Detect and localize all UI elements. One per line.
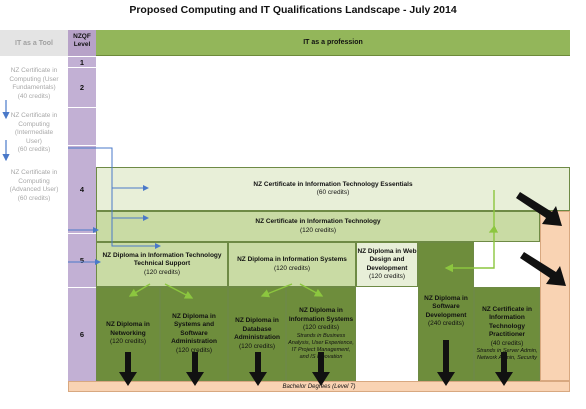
- header-nzqf-level: NZQF Level: [68, 30, 96, 56]
- qual-name: NZ Certificate in Information Technology: [255, 218, 381, 225]
- qual-name: NZ Diploma in Information Systems: [237, 256, 347, 263]
- qual-credits: (40 credits): [490, 339, 524, 347]
- qual-credits: (120 credits): [109, 338, 147, 346]
- qual-name: NZ Diploma in Software Development: [424, 294, 468, 319]
- qual-dip-networking: NZ Diploma in Networking (120 credits): [96, 287, 160, 381]
- qual-name: NZ Diploma in Web Design and Development: [357, 247, 417, 272]
- qual-credits: (120 credits): [302, 324, 340, 332]
- peach-bridge-area: [540, 211, 570, 381]
- qual-name: NZ Diploma in Information Technology Tec…: [102, 251, 222, 268]
- qual-credits: (60 credits): [316, 189, 350, 196]
- qual-name: NZ Diploma in Systems and Software Admin…: [171, 312, 217, 346]
- tool-cert-line: Fundamentals): [12, 84, 56, 91]
- level-4: 4: [68, 145, 96, 233]
- bachelor-degrees-bar: Bachelor Degrees (Level 7): [68, 381, 570, 392]
- qual-dip-software-dev: NZ Diploma in Software Development (240 …: [418, 242, 474, 381]
- tool-cert-line: Computing (User: [9, 75, 59, 83]
- tool-cert-line: (60 credits): [17, 194, 51, 202]
- qual-it-certificate: NZ Certificate in Information Technology…: [96, 211, 540, 242]
- level-5: 5: [68, 233, 96, 287]
- tool-cert-line: NZ Certificate in: [10, 67, 58, 74]
- tool-cert-intermediate-user: NZ Certificate in Computing (Intermediat…: [0, 112, 68, 164]
- qual-credits: (120 credits): [273, 264, 311, 272]
- qual-dip-info-systems-l6: NZ Diploma in Information Systems (120 c…: [286, 287, 356, 381]
- qual-it-essentials: NZ Certificate in Information Technology…: [96, 167, 570, 211]
- header-it-as-tool: IT as a Tool: [0, 30, 68, 56]
- level-6: 6: [68, 287, 96, 381]
- level-3-blank: [68, 107, 96, 145]
- page-title: Proposed Computing and IT Qualifications…: [129, 4, 457, 16]
- qual-name: NZ Certificate in Information Technology…: [253, 180, 413, 188]
- tool-cert-line: Computing: [18, 120, 50, 128]
- qual-cert-it-practitioner: NZ Certificate in Information Technology…: [474, 287, 540, 381]
- qual-name: NZ Diploma in Networking: [106, 321, 150, 337]
- qual-credits: (120 credits): [299, 226, 337, 234]
- tool-cert-line: NZ Certificate in: [10, 169, 58, 176]
- qual-dip-tech-support: NZ Diploma in Information Technology Tec…: [96, 242, 228, 287]
- qual-credits: (120 credits): [238, 342, 276, 350]
- qual-dip-db-admin: NZ Diploma in Database Administration (1…: [228, 287, 286, 381]
- qual-strands: Strands in Server Admin, Network Admin, …: [476, 348, 538, 362]
- tool-cert-line: (Advanced User): [9, 186, 59, 193]
- qual-dip-web: NZ Diploma in Web Design and Development…: [356, 242, 418, 287]
- tool-cert-line: (40 credits): [17, 92, 51, 100]
- qual-credits: (120 credits): [368, 273, 406, 280]
- tool-cert-line: (Intermediate: [14, 129, 54, 136]
- qual-credits: (120 credits): [143, 268, 181, 276]
- tool-cert-line: Computing: [18, 177, 50, 185]
- qual-name: NZ Certificate in Information Technology…: [482, 305, 532, 339]
- tool-cert-line: User): [26, 137, 42, 145]
- tool-cert-user-fundamentals: NZ Certificate in Computing (User Fundam…: [0, 67, 68, 107]
- tool-cert-line: NZ Certificate in: [10, 112, 58, 119]
- qual-dip-sys-admin: NZ Diploma in Systems and Software Admin…: [160, 287, 228, 381]
- tool-cert-line: (60 credits): [17, 146, 51, 153]
- qual-dip-info-systems-l5: NZ Diploma in Information Systems (120 c…: [228, 242, 356, 287]
- level-1: 1: [68, 56, 96, 67]
- qual-name: NZ Diploma in Database Administration: [234, 317, 280, 341]
- level-2: 2: [68, 67, 96, 107]
- qual-strands: Strands in Business Analysis, User Exper…: [288, 332, 354, 360]
- qual-name: NZ Diploma in Information Systems: [288, 307, 354, 323]
- header-it-as-profession: IT as a profession: [96, 30, 570, 56]
- tool-cert-advanced-user: NZ Certificate in Computing (Advanced Us…: [0, 169, 68, 209]
- qual-credits: (240 credits): [427, 320, 465, 327]
- qual-credits: (120 credits): [175, 346, 213, 354]
